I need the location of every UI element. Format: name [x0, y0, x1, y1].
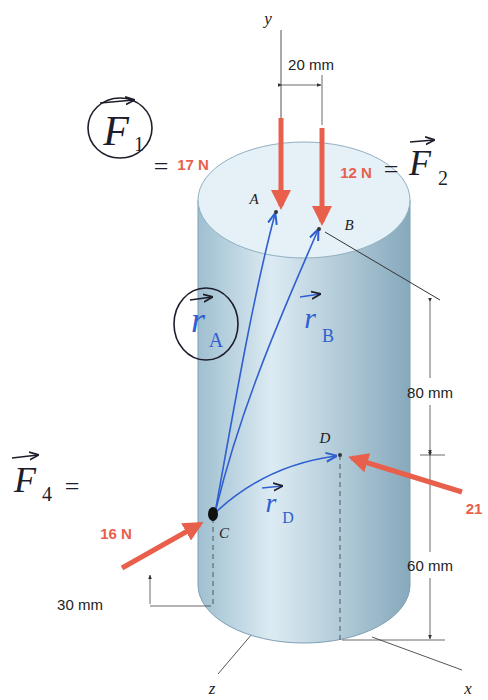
vector-symbol: r	[191, 302, 205, 338]
force-symbol: F	[103, 110, 129, 152]
dimension: 80 mm	[407, 385, 453, 400]
subscript: 1	[134, 134, 144, 154]
hidden-line	[340, 455, 341, 640]
position-vector	[215, 214, 275, 513]
vector-symbol: r	[304, 303, 316, 333]
force-arrow	[352, 458, 462, 492]
hidden-line	[213, 518, 214, 605]
force-value: 21	[466, 501, 483, 516]
force-value: 12 N	[340, 165, 372, 180]
x-axis	[372, 637, 462, 670]
force-arrow	[320, 128, 325, 222]
subscript: B	[322, 327, 334, 345]
point-label: D	[320, 431, 331, 446]
dimension-line	[430, 405, 431, 454]
vector-symbol: r	[266, 489, 277, 517]
subscript: 4	[42, 484, 52, 504]
force-symbol: F	[409, 145, 431, 181]
extension-line	[342, 640, 445, 641]
equals-sign: =	[65, 474, 80, 500]
subscript: D	[282, 510, 294, 526]
vector-arrow	[262, 486, 282, 488]
point-marker	[338, 453, 342, 457]
extension-line	[420, 455, 445, 456]
extension-line	[325, 232, 440, 300]
axis-label: z	[209, 680, 216, 697]
point-marker	[208, 507, 218, 521]
cylinder-body	[198, 200, 410, 643]
dimension-line	[282, 85, 321, 86]
dimension-line	[150, 575, 151, 604]
subscript: A	[209, 330, 223, 350]
dimension-line	[430, 456, 431, 552]
dimension: 30 mm	[57, 597, 103, 612]
vector-arrow	[410, 140, 434, 142]
force-arrow	[122, 524, 200, 568]
z-axis	[218, 634, 252, 674]
hand-circle	[88, 98, 152, 158]
equals-sign: =	[154, 154, 169, 180]
dimension-line	[430, 302, 431, 378]
force-symbol: F	[14, 462, 36, 498]
equals-sign: =	[384, 157, 399, 183]
force-arrow	[279, 118, 284, 206]
force-value: 16 N	[100, 526, 132, 541]
cylinder-top	[198, 142, 410, 258]
vector-arrow	[300, 294, 320, 297]
position-vector	[215, 230, 318, 513]
force-value: 17 N	[177, 157, 209, 172]
point-label: B	[344, 218, 353, 233]
axis-label: x	[464, 680, 472, 697]
point-marker	[317, 227, 321, 231]
axis-label: y	[264, 10, 272, 27]
extension-line	[150, 606, 211, 607]
dimension: 20 mm	[288, 57, 334, 72]
subscript: 2	[438, 168, 448, 188]
dimension-line	[430, 578, 431, 639]
vector-arrow	[12, 455, 38, 458]
vector-arrow	[190, 297, 212, 300]
extension-line	[322, 75, 323, 125]
hand-circle	[174, 288, 238, 360]
dimension: 60 mm	[407, 558, 453, 573]
point-marker	[274, 210, 278, 214]
point-label: C	[219, 526, 229, 541]
vector-arrow	[100, 100, 134, 103]
point-label: A	[249, 192, 258, 207]
